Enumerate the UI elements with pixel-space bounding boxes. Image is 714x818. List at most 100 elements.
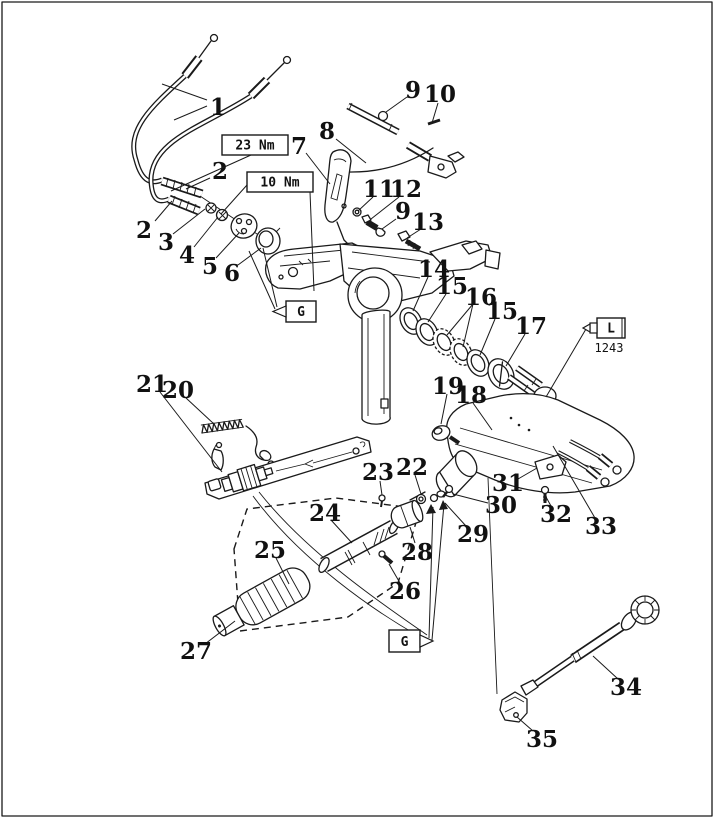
grease-leader [262, 247, 278, 308]
tiller-housing [409, 393, 635, 503]
washer-stack [399, 307, 515, 390]
part-26-leader [388, 563, 401, 584]
grease-tube-nozzle [419, 634, 435, 648]
torque-callout-box [246, 171, 314, 193]
part-16-leader [462, 303, 474, 348]
part-1-leader [161, 83, 208, 101]
cable-adjusters [160, 176, 267, 241]
torque-leader [220, 184, 248, 215]
part-30-leader [452, 493, 489, 504]
part-21-leader [159, 391, 223, 473]
part-callout-4: 4 [179, 242, 195, 269]
part-9-leader [381, 218, 397, 230]
part-5-leader [215, 232, 240, 259]
part-callout-23: 23 [362, 459, 394, 486]
part-callout-5: 5 [202, 253, 218, 280]
part-28-leader [409, 526, 416, 544]
part-callout-30: 30 [485, 492, 517, 519]
part-29-leader [444, 502, 467, 527]
part-2-leader [154, 200, 173, 222]
part-callout-1: 1 [210, 94, 226, 121]
throttle-cables [131, 33, 292, 204]
part-callout-15: 15 [436, 273, 468, 300]
part-15-leader [427, 293, 447, 323]
part-callout-29: 29 [457, 521, 489, 548]
part-callout-20: 20 [162, 377, 194, 404]
part-callout-13: 13 [412, 209, 444, 236]
grease-leader [248, 250, 276, 310]
part-2-leader [185, 177, 211, 190]
part-10-leader [431, 102, 439, 124]
part-32-leader [545, 496, 552, 507]
part-callout-8: 8 [319, 118, 335, 145]
torque-callout-label: 23 Nm [235, 139, 274, 154]
torque-leader [170, 154, 252, 192]
part-17-leader [505, 333, 526, 367]
part-20-leader [185, 397, 215, 425]
part-6-leader [237, 247, 262, 266]
torque-callout-label: 10 Nm [260, 176, 299, 191]
part-4-leader [193, 216, 219, 248]
part-25-leader [275, 557, 290, 585]
part-callout-17: 17 [515, 313, 547, 340]
throttle-drum [230, 213, 281, 255]
friction-rod-assembly [331, 102, 465, 183]
grip-sub-assembly-outline [233, 497, 421, 632]
pivot-parts [431, 425, 461, 445]
part-callout-16: 16 [465, 284, 497, 311]
part-9-leader [385, 96, 408, 113]
part-callout-28: 28 [401, 539, 433, 566]
part-16-leader [446, 303, 474, 336]
part-callout-27: 27 [180, 638, 212, 665]
grease-label: G [297, 305, 305, 320]
part-callout-9: 9 [395, 198, 411, 225]
part-callout-2: 2 [212, 158, 228, 185]
adhesive-tube-tip [581, 322, 591, 334]
adhesive-leader [545, 328, 587, 398]
adhesive-code: 1243 [595, 341, 624, 355]
part-callout-11: 11 [363, 176, 395, 203]
part-34-leader [592, 655, 619, 680]
part-callout-34: 34 [610, 674, 642, 701]
part-callout-32: 32 [540, 501, 572, 528]
part-35-leader [516, 716, 534, 732]
part-callout-22: 22 [396, 454, 428, 481]
part-7-leader [305, 152, 331, 185]
part-callout-14: 14 [418, 256, 450, 283]
part-31-leader [517, 467, 538, 480]
part-callout-33: 33 [585, 513, 617, 540]
part-1-leader [173, 105, 208, 121]
part-18-leader [472, 402, 493, 431]
part-24-leader [330, 519, 353, 544]
part-23-leader [379, 480, 383, 496]
grease-leader [431, 503, 445, 641]
part-8-leader [335, 138, 367, 164]
part-callout-35: 35 [526, 726, 558, 753]
part-callout-18: 18 [455, 382, 487, 409]
part-callout-2: 2 [136, 217, 152, 244]
part-callout-6: 6 [224, 260, 240, 287]
lanyard-switch-assembly [200, 418, 428, 640]
part-13-leader [406, 228, 422, 239]
part-callout-15: 15 [486, 298, 518, 325]
steering-friction-rod [487, 477, 660, 723]
part-27-leader [204, 620, 236, 645]
adhesive-label: L [607, 322, 615, 337]
part-3-leader [172, 208, 206, 235]
part-14-leader [412, 276, 429, 312]
part-callout-3: 3 [158, 229, 174, 256]
part-11-leader [357, 196, 374, 212]
part-callout-12: 12 [390, 176, 422, 203]
grease-label: G [401, 635, 409, 650]
part-callout-10: 10 [424, 81, 456, 108]
part-callout-7: 7 [291, 133, 307, 160]
throttle-grip-assembly [212, 484, 454, 637]
part-22-leader [414, 474, 422, 495]
grease-leader [428, 506, 434, 639]
part-callout-9: 9 [405, 77, 421, 104]
part-callout-24: 24 [309, 500, 341, 527]
part-callout-21: 21 [136, 371, 168, 398]
